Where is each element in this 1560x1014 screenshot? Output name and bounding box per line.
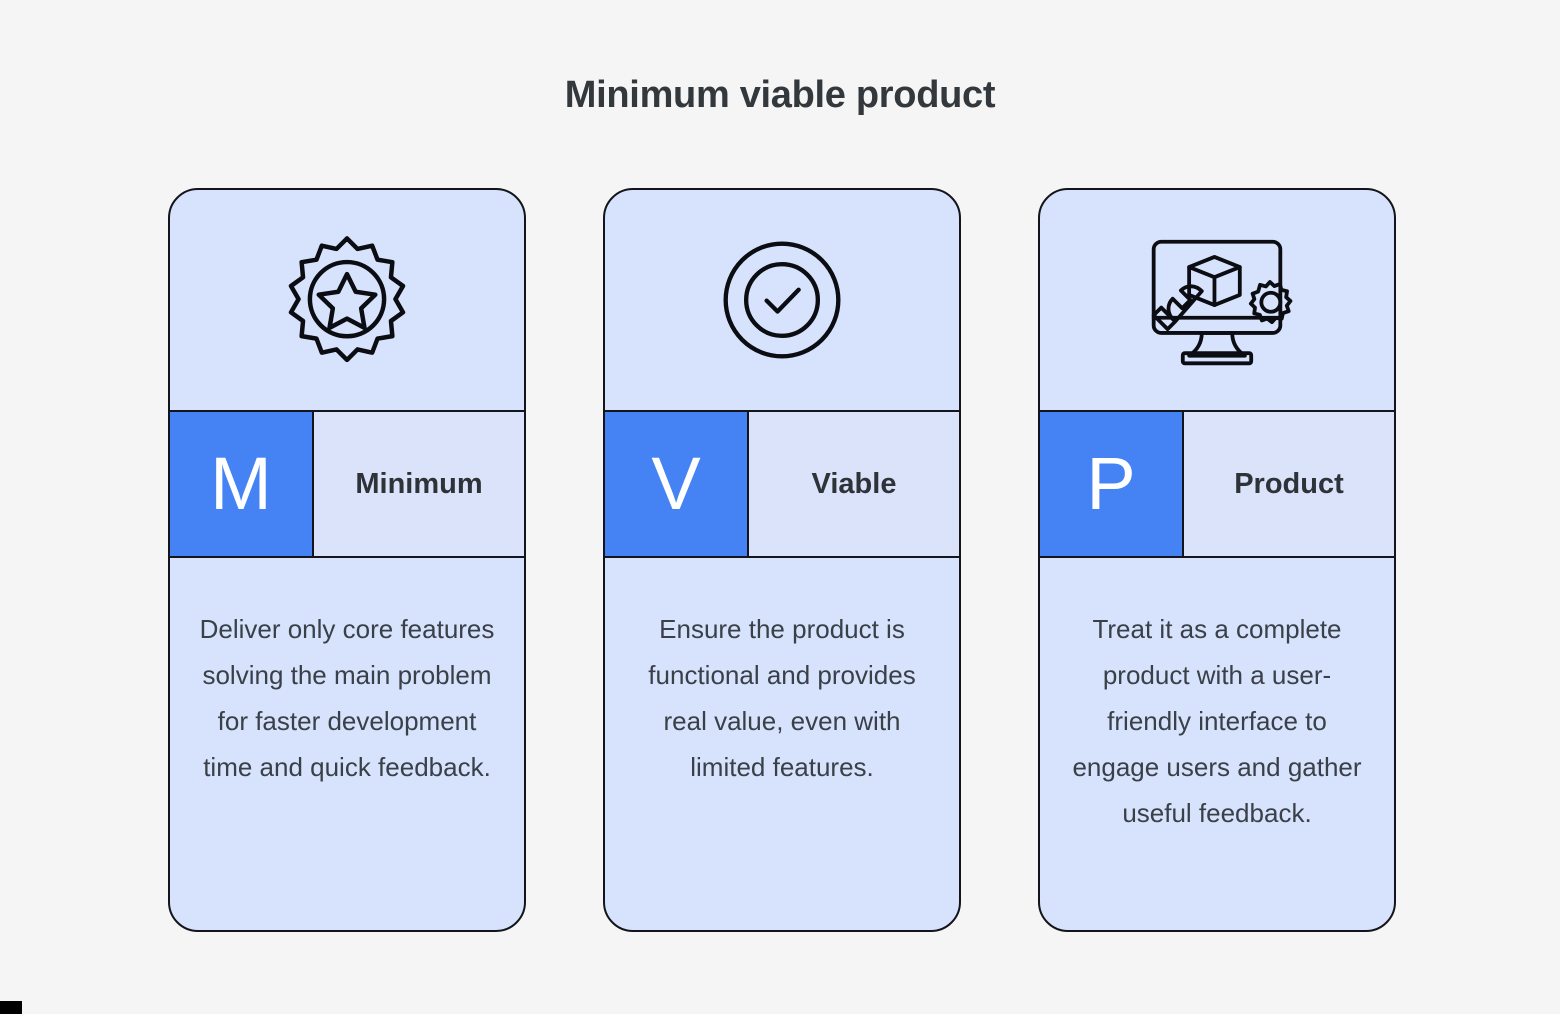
card-band: P Product xyxy=(1040,412,1394,558)
card-icon-area xyxy=(605,190,959,412)
corner-mark xyxy=(0,1001,22,1014)
card-letter: V xyxy=(605,412,749,556)
card-band: M Minimum xyxy=(170,412,524,558)
card-label: Viable xyxy=(749,412,959,556)
check-circle-icon xyxy=(718,236,846,364)
card-viable[interactable]: V Viable Ensure the product is functiona… xyxy=(603,188,961,932)
card-list: M Minimum Deliver only core features sol… xyxy=(168,188,1396,932)
monitor-cube-wrench-gear-icon xyxy=(1141,234,1293,366)
card-description: Deliver only core features solving the m… xyxy=(170,558,524,930)
card-description: Treat it as a complete product with a us… xyxy=(1040,558,1394,930)
card-label: Minimum xyxy=(314,412,524,556)
card-description-text: Deliver only core features solving the m… xyxy=(199,614,495,782)
card-letter: P xyxy=(1040,412,1184,556)
card-description: Ensure the product is functional and pro… xyxy=(605,558,959,930)
page-title: Minimum viable product xyxy=(564,74,996,116)
card-label: Product xyxy=(1184,412,1394,556)
card-description-text: Treat it as a complete product with a us… xyxy=(1072,614,1362,828)
card-icon-area xyxy=(170,190,524,412)
card-band: V Viable xyxy=(605,412,959,558)
card-icon-area xyxy=(1040,190,1394,412)
card-description-text: Ensure the product is functional and pro… xyxy=(648,614,916,782)
card-letter: M xyxy=(170,412,314,556)
gear-star-icon xyxy=(277,230,417,370)
card-minimum[interactable]: M Minimum Deliver only core features sol… xyxy=(168,188,526,932)
card-product[interactable]: P Product Treat it as a complete product… xyxy=(1038,188,1396,932)
